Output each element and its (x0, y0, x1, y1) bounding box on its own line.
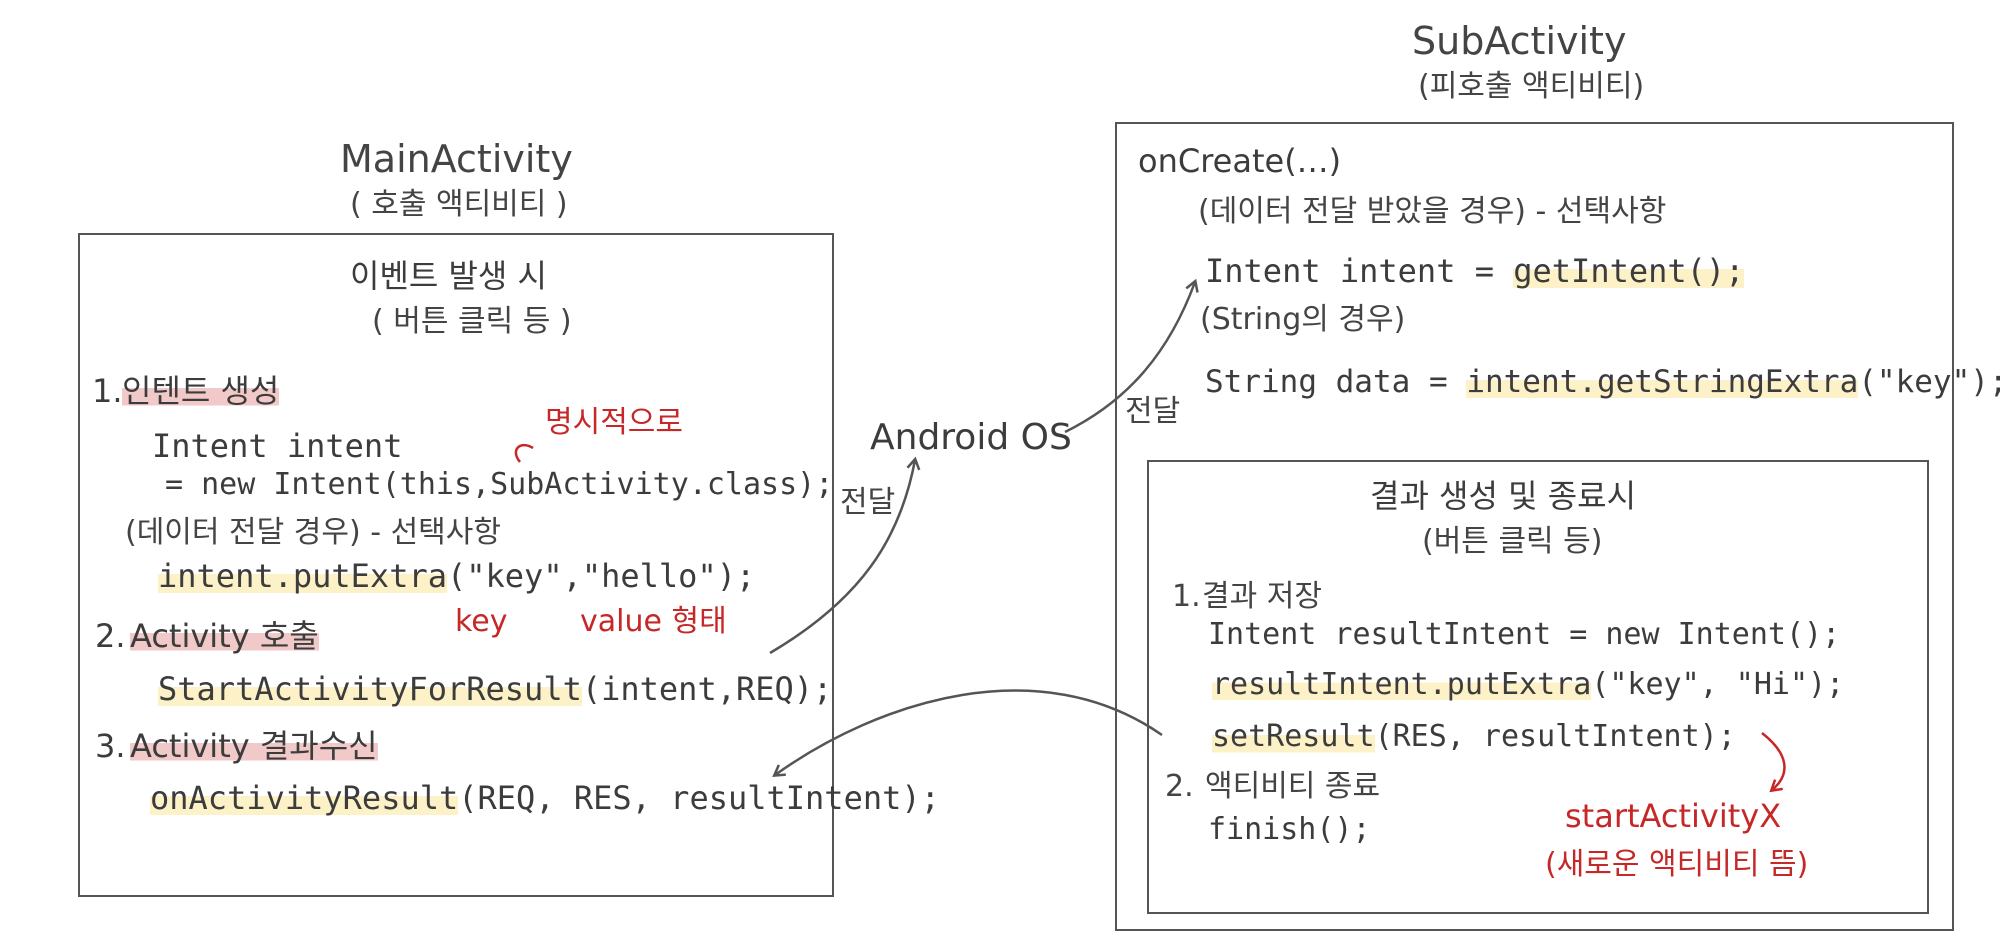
sub-activity-box (1115, 122, 1954, 931)
note-new-activity: (새로운 액티비티 뜸) (1545, 847, 1809, 882)
transfer-label-right: 전달 (1125, 394, 1181, 429)
arrow-red-setresult (1761, 732, 1786, 790)
event-subheading: ( 버튼 클릭 등 ) (372, 304, 572, 339)
put-extra-args: ("key","hello"); (446, 557, 756, 595)
get-string-args: ("key"); (1858, 364, 2000, 400)
result-step2-number: 2. (1165, 769, 1194, 804)
main-activity-subtitle: ( 호출 액티비티 ) (350, 187, 568, 222)
sub-data-note: (데이터 전달 받았을 경우) - 선택사항 (1198, 194, 1667, 229)
get-string-extra-line: String data = intent.getStringExtra("key… (1205, 364, 2000, 400)
set-result-args: (RES, resultIntent); (1374, 719, 1736, 754)
get-string-prefix: String data = (1205, 364, 1448, 400)
result-heading: 결과 생성 및 종료시 (1370, 477, 1637, 515)
data-transfer-note: (데이터 전달 경우) - 선택사항 (125, 515, 501, 550)
note-start-activity-x: startActivityX (1565, 797, 1782, 835)
step2-title: Activity 호출 (130, 617, 319, 655)
start-activity-args: (intent,REQ); (581, 670, 833, 708)
arrow-os-to-sub (1064, 282, 1195, 434)
string-case-note: (String의 경우) (1200, 302, 1406, 337)
arrow-red-explicit (514, 443, 534, 463)
transfer-label-left: 전달 (840, 485, 896, 520)
android-os-label: Android OS (870, 417, 1072, 458)
arrow-main-to-os (769, 460, 915, 655)
get-string-highlight: intent.getStringExtra (1466, 364, 1859, 400)
event-heading: 이벤트 발생 시 (350, 257, 547, 295)
set-result-line: setResult(RES, resultIntent); (1212, 719, 1736, 754)
sub-activity-title: SubActivity (1412, 19, 1627, 63)
result-step2-title: 액티비티 종료 (1205, 769, 1381, 804)
on-create-label: onCreate(…) (1138, 142, 1342, 180)
arrow-sub-to-main (775, 689, 1163, 775)
result-put-extra-args: ("key", "Hi"); (1591, 667, 1845, 702)
get-intent-prefix: Intent intent = (1205, 252, 1494, 290)
main-activity-box (78, 233, 834, 897)
result-box (1147, 460, 1929, 914)
step1-title: 인텐트 생성 (122, 372, 280, 410)
put-extra-highlight: intent.putExtra (158, 557, 447, 595)
get-intent-highlight: getIntent(); (1513, 252, 1745, 290)
finish-line: finish(); (1208, 812, 1371, 847)
label-key: key (455, 604, 508, 639)
on-activity-result-line: onActivityResult(REQ, RES, resultIntent)… (150, 779, 940, 817)
result-step1-number: 1. (1172, 579, 1201, 614)
on-activity-result-highlight: onActivityResult (150, 779, 459, 817)
main-activity-title: MainActivity (340, 137, 573, 181)
step2-number: 2. (95, 617, 126, 655)
annotation-explicit: 명시적으로 (545, 405, 683, 440)
sub-activity-subtitle: (피호출 액티비티) (1418, 69, 1645, 104)
step1-code-line2: = new Intent(this,SubActivity.class); (165, 467, 834, 502)
step1-number: 1. (92, 372, 123, 410)
label-value: value 형태 (580, 604, 727, 639)
start-activity-highlight: StartActivityForResult (158, 670, 582, 708)
step3-number: 3. (95, 727, 126, 765)
step3-title: Activity 결과수신 (130, 727, 378, 765)
on-activity-result-args: (REQ, RES, resultIntent); (458, 779, 940, 817)
result-put-extra-highlight: resultIntent.putExtra (1212, 667, 1592, 702)
put-extra-line: intent.putExtra("key","hello"); (158, 557, 756, 595)
set-result-highlight: setResult (1212, 719, 1375, 754)
result-subheading: (버튼 클릭 등) (1422, 524, 1603, 559)
step1-code-line1: Intent intent (152, 427, 403, 465)
result-put-extra-line: resultIntent.putExtra("key", "Hi"); (1212, 667, 1845, 702)
result-intent-line: Intent resultIntent = new Intent(); (1208, 617, 1841, 652)
start-activity-line: StartActivityForResult(intent,REQ); (158, 670, 833, 708)
get-intent-line: Intent intent = getIntent(); (1205, 252, 1745, 290)
result-step1-title: 결과 저장 (1202, 579, 1322, 614)
